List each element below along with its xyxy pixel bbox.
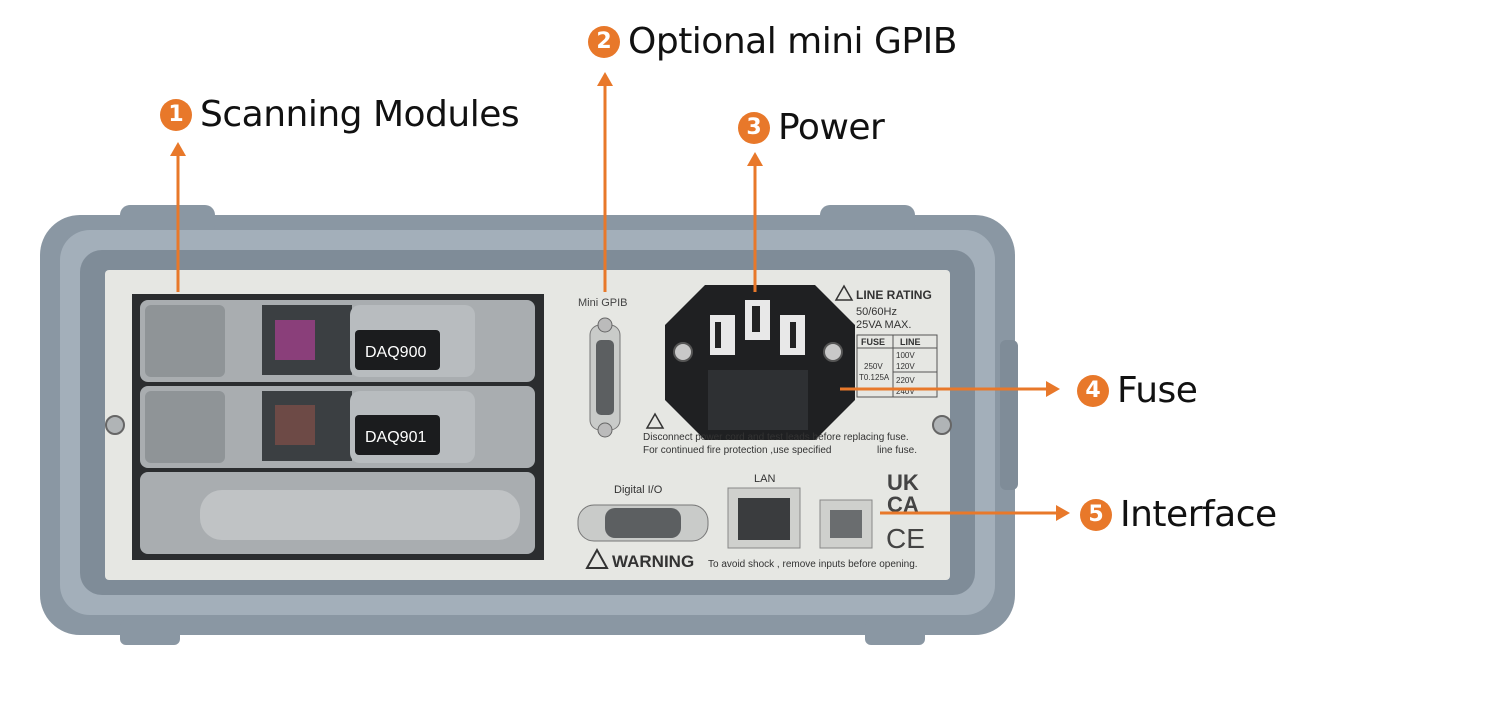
- fuse-warning-2: For continued fire protection ,use speci…: [643, 445, 831, 456]
- warning-text: To avoid shock , remove inputs before op…: [708, 559, 918, 570]
- callout-label: Scanning Modules: [200, 94, 520, 135]
- fuse-rating: T0.125A: [859, 373, 890, 382]
- line-value-2: 220V: [896, 376, 915, 385]
- callout-number: 4: [1077, 374, 1109, 407]
- line-rating-va: 25VA MAX.: [856, 319, 911, 331]
- callout-label: Optional mini GPIB: [628, 21, 957, 62]
- callout-number: 1: [160, 98, 192, 131]
- line-header: LINE: [900, 337, 921, 347]
- digital-io-label: Digital I/O: [614, 484, 663, 496]
- warning-title: WARNING: [612, 552, 694, 571]
- callout-number: 3: [738, 111, 770, 144]
- module2-label: DAQ901: [365, 429, 426, 446]
- line-value-1: 120V: [896, 362, 915, 371]
- callout-label: Interface: [1120, 494, 1277, 535]
- ukca-mark-1: UK: [887, 470, 919, 495]
- callout-number: 5: [1080, 498, 1112, 531]
- callout-interface: 5 Interface: [1080, 494, 1277, 535]
- callout-fuse: 4 Fuse: [1077, 370, 1198, 411]
- mini-gpib-label: Mini GPIB: [578, 297, 628, 309]
- line-value-3: 240V: [896, 387, 915, 396]
- fuse-warning-1: Disconnect power cord and test leads bef…: [643, 432, 909, 443]
- callout-power: 3 Power: [738, 107, 885, 148]
- fuse-warning-3: line fuse.: [877, 445, 917, 456]
- line-value-0: 100V: [896, 351, 915, 360]
- callout-number: 2: [588, 25, 620, 58]
- ce-mark: CE: [886, 523, 925, 554]
- fuse-voltage: 250V: [864, 362, 883, 371]
- callout-label: Fuse: [1117, 370, 1198, 411]
- callout-mini-gpib: 2 Optional mini GPIB: [588, 21, 957, 62]
- callout-label: Power: [778, 107, 885, 148]
- line-rating-freq: 50/60Hz: [856, 306, 897, 318]
- line-rating-title: LINE RATING: [856, 288, 932, 302]
- fuse-table: [856, 334, 938, 398]
- callout-scanning-modules: 1 Scanning Modules: [160, 94, 520, 135]
- fuse-header: FUSE: [861, 337, 885, 347]
- module1-label: DAQ900: [365, 344, 426, 361]
- lan-label: LAN: [754, 473, 775, 485]
- usb-port: [819, 499, 873, 549]
